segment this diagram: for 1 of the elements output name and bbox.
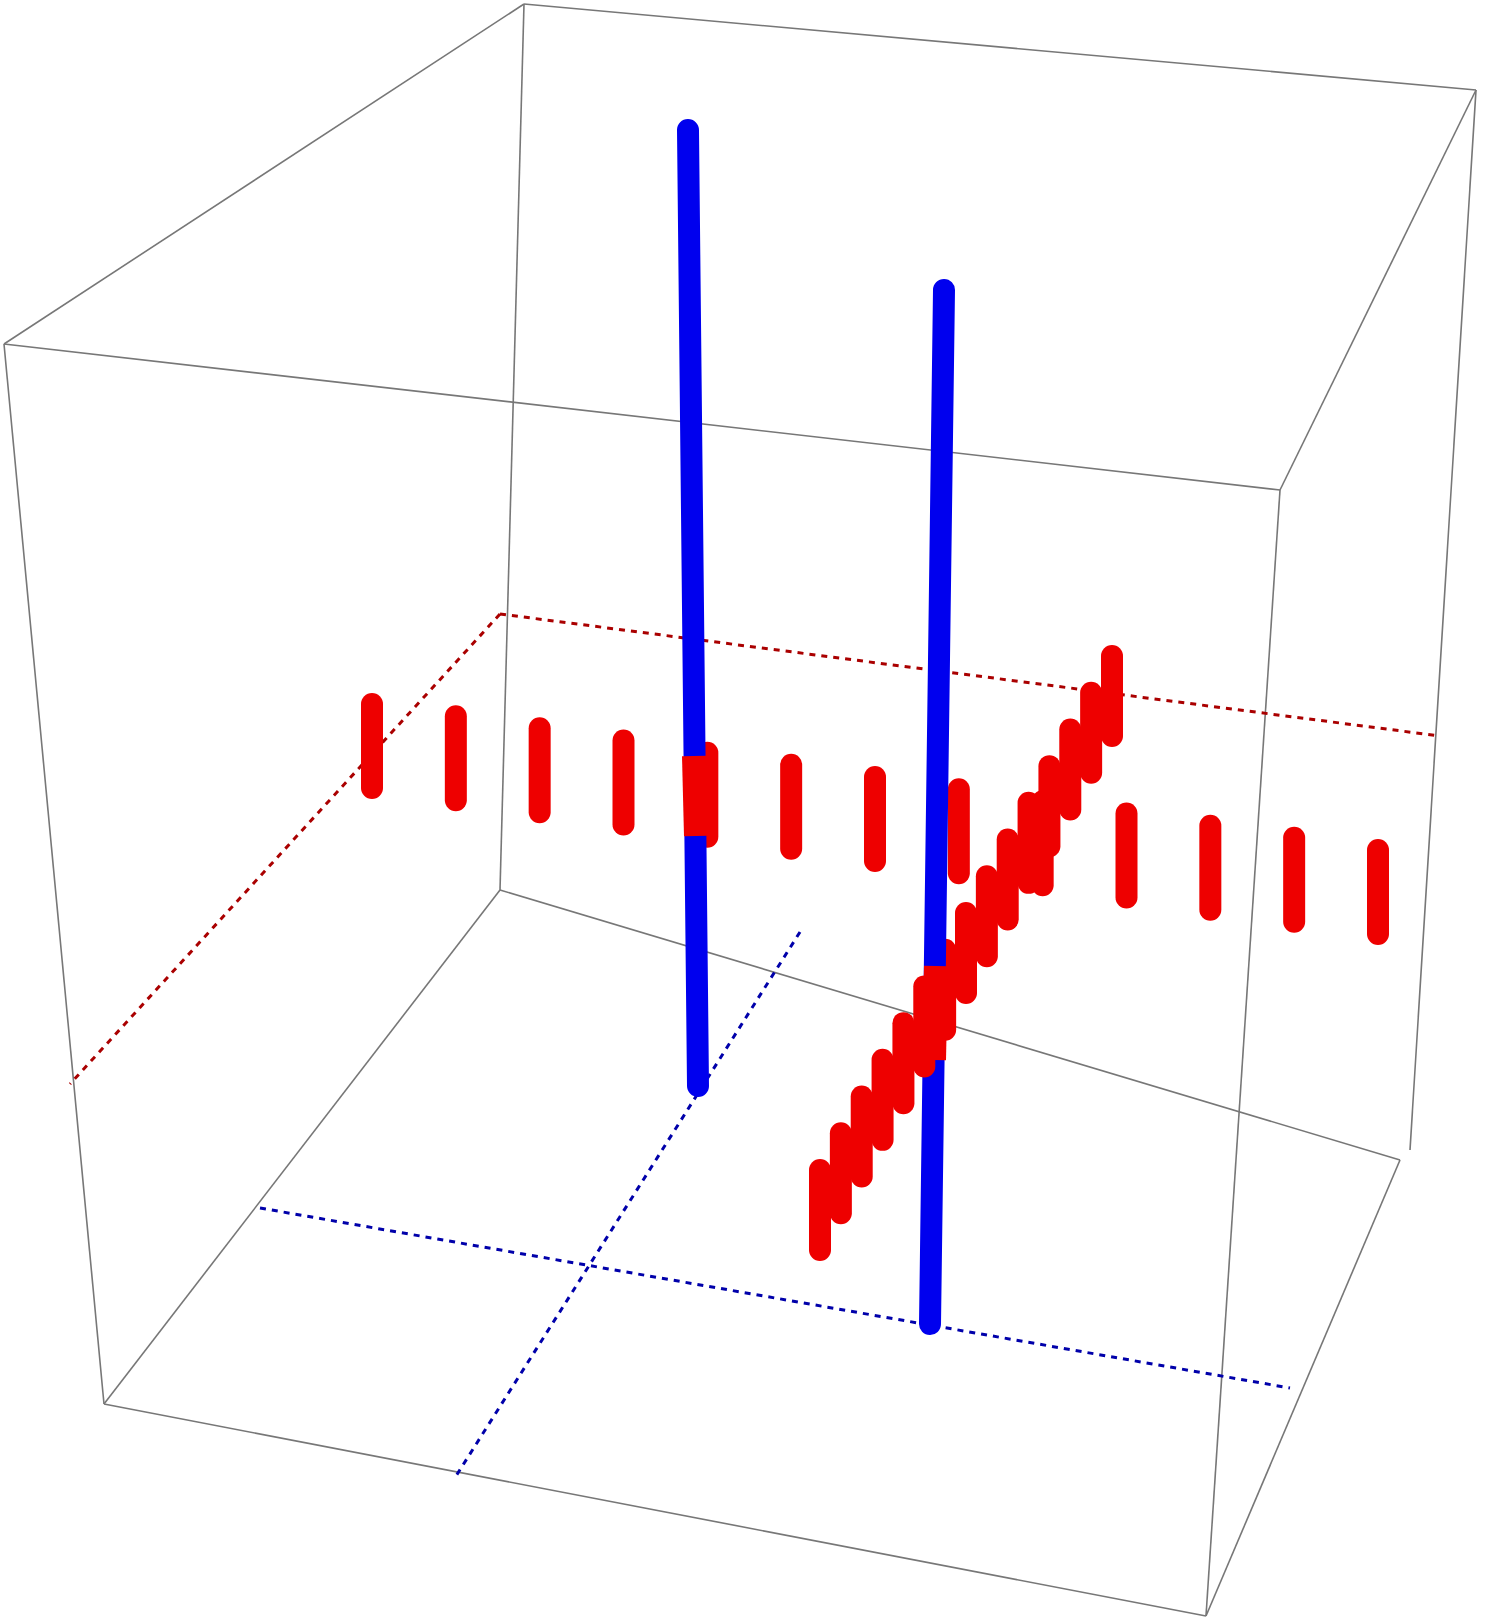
3d-plot-drawing — [3, 3, 1477, 1617]
